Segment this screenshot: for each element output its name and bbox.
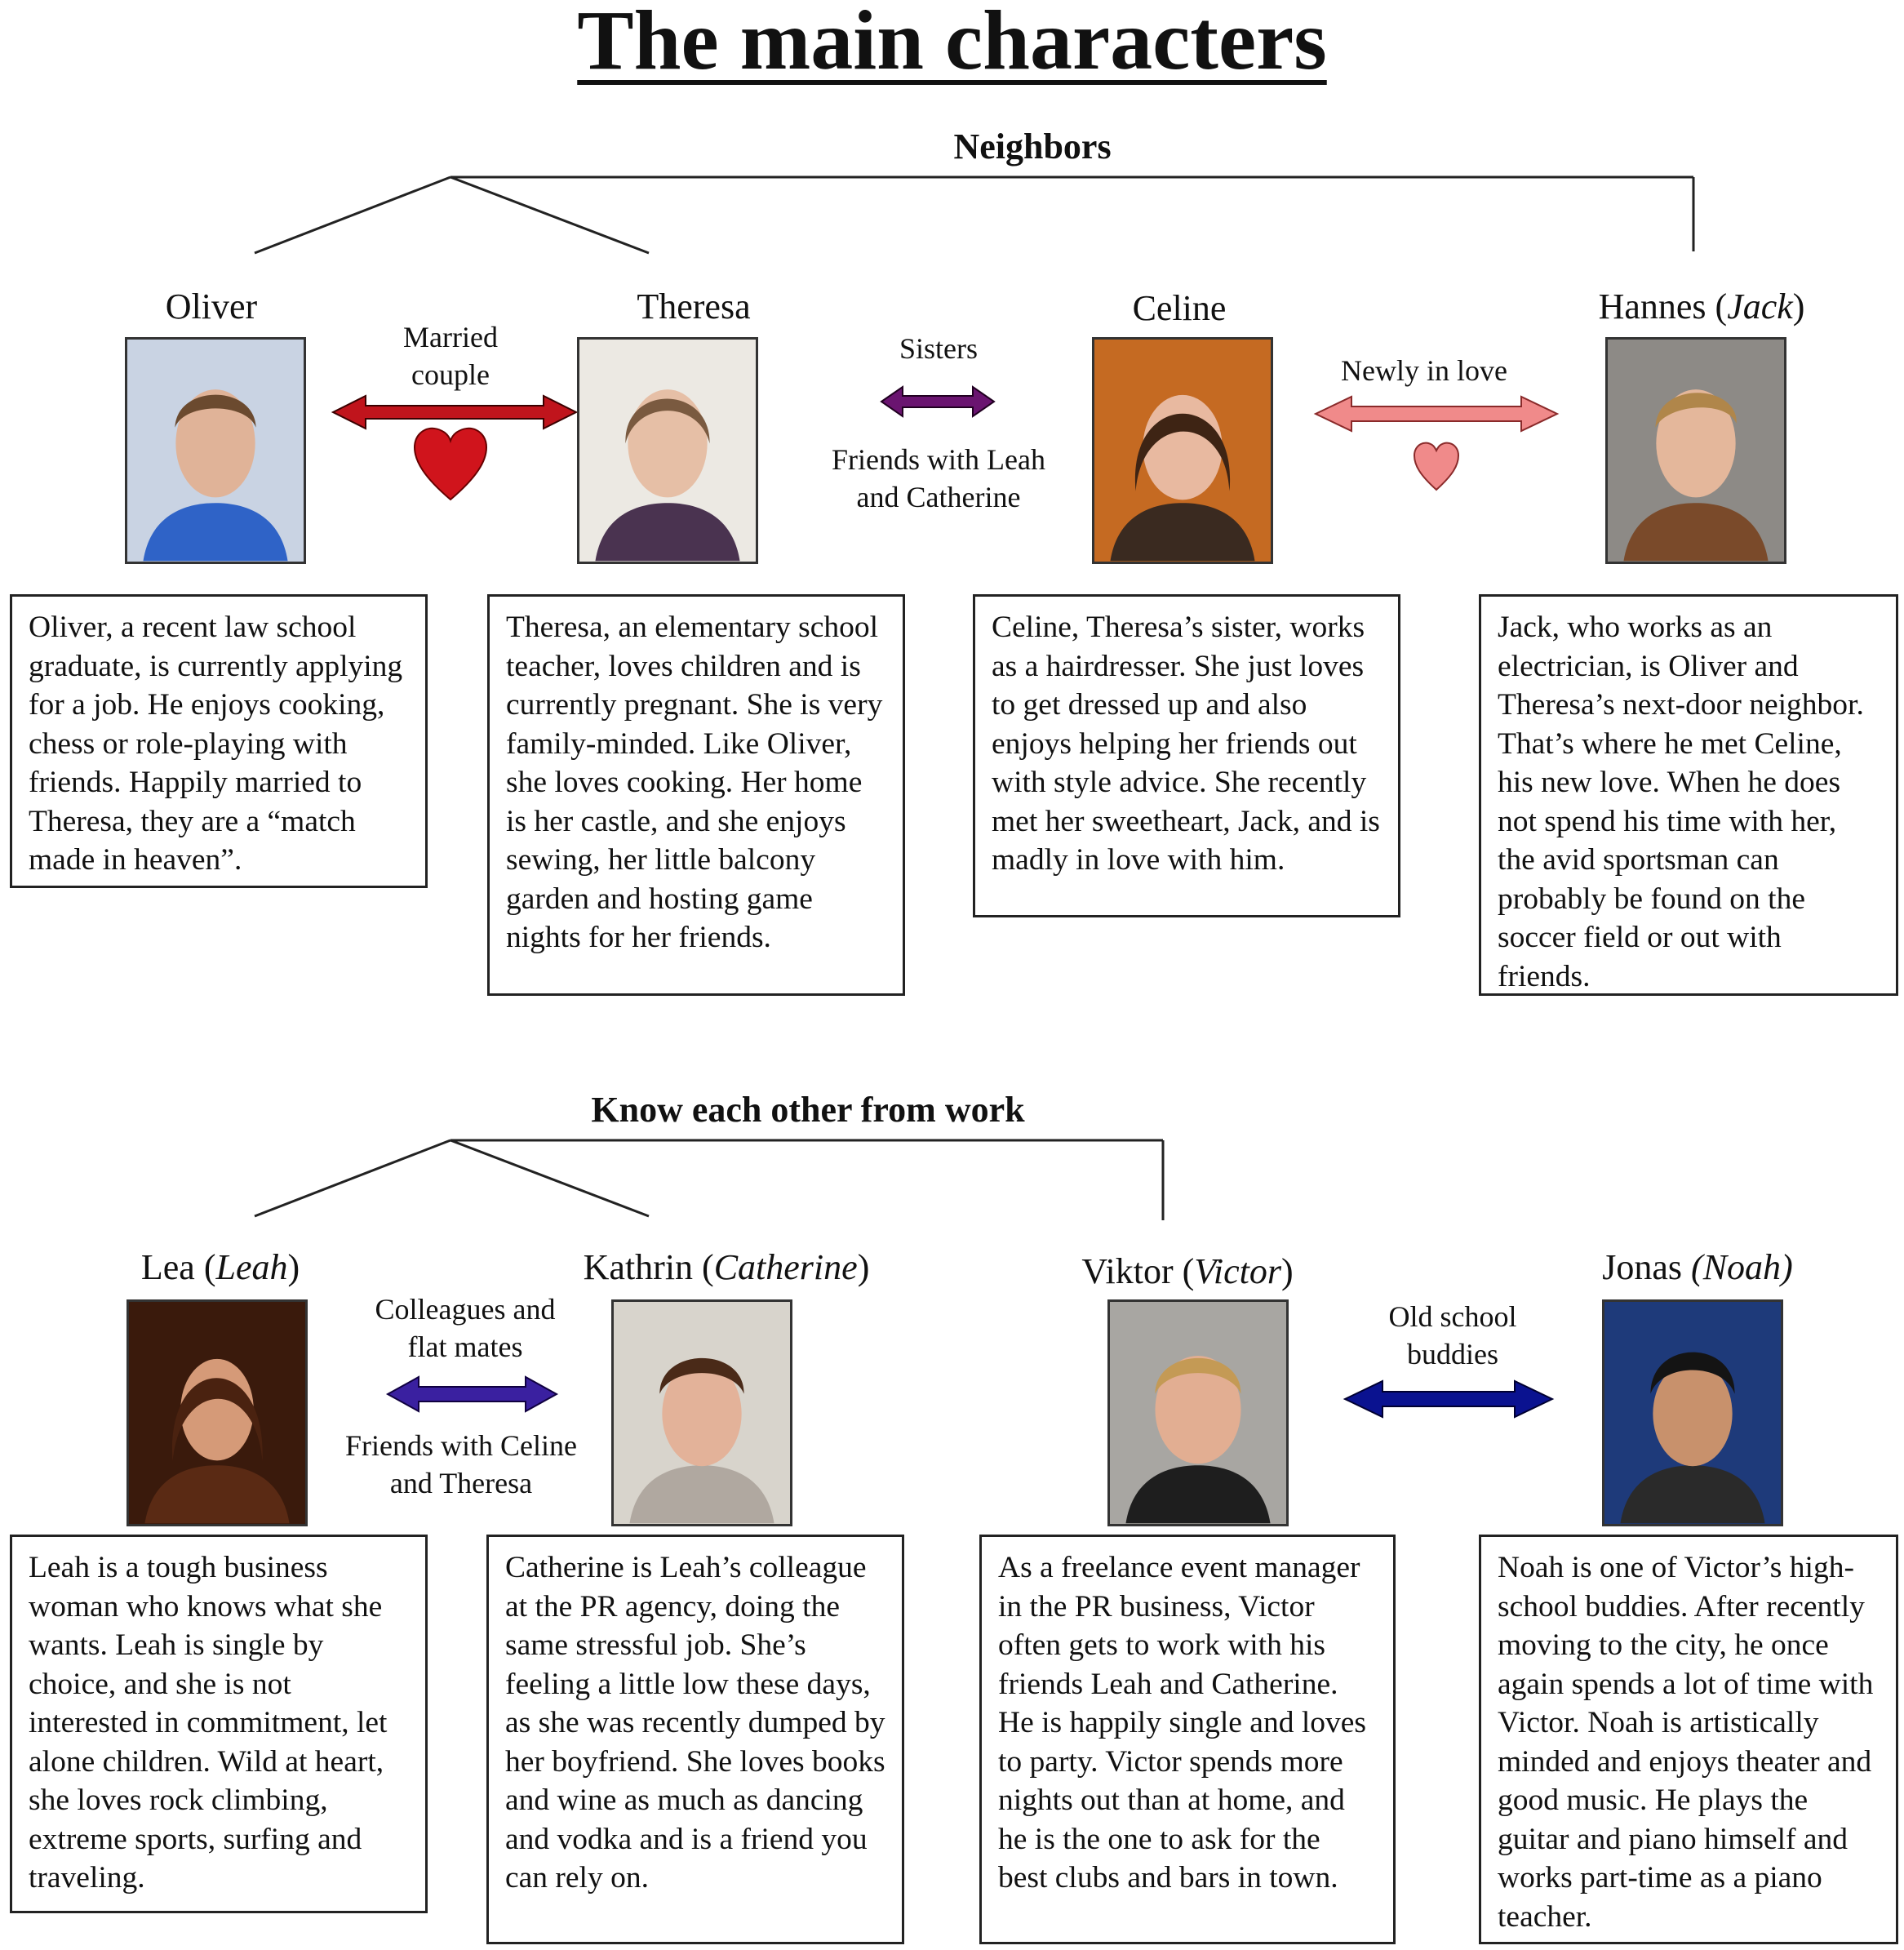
newly-in-love-arrow [1313, 395, 1560, 433]
photo-viktor [1107, 1299, 1289, 1526]
heart-icon [413, 427, 488, 501]
character-name-lea: Lea (Leah) [140, 1247, 300, 1287]
character-description-kathrin: Catherine is Leah’s colleague at the PR … [486, 1535, 904, 1944]
character-name-oliver: Oliver [165, 287, 258, 326]
photo-kathrin [611, 1299, 792, 1526]
small-heart-icon [1413, 442, 1460, 491]
page-title: The main characters [577, 0, 1327, 87]
photo-oliver [125, 337, 306, 564]
married-arrow [331, 394, 579, 430]
relation-label-sisters: Sisters [899, 332, 978, 365]
work-bracket [254, 1139, 1165, 1220]
character-name-jonas: Jonas (Noah) [1602, 1247, 1793, 1287]
character-description-oliver: Oliver, a recent law school graduate, is… [10, 594, 428, 888]
photo-jonas [1602, 1299, 1783, 1526]
character-description-theresa: Theresa, an elementary school teacher, l… [487, 594, 905, 996]
group-label-neighbors: Neighbors [953, 127, 1112, 167]
relation-label-newly-in-love: Newly in love [1341, 354, 1507, 387]
group-label-work: Know each other from work [591, 1090, 1025, 1130]
character-name-viktor: Viktor (Victor) [1081, 1251, 1294, 1291]
character-name-celine: Celine [1132, 288, 1227, 328]
neighbors-bracket [254, 175, 1695, 255]
character-name-theresa: Theresa [637, 287, 751, 326]
sisters-arrow [880, 385, 996, 418]
character-description-jonas: Noah is one of Victor’s high-school budd… [1479, 1535, 1898, 1944]
character-description-celine: Celine, Theresa’s sister, works as a hai… [973, 594, 1400, 917]
photo-lea [126, 1299, 308, 1526]
buddies-arrow [1343, 1379, 1555, 1419]
photo-celine [1092, 337, 1273, 564]
character-description-lea: Leah is a tough business woman who knows… [10, 1535, 428, 1913]
photo-theresa [577, 337, 758, 564]
character-name-hannes: Hannes (Jack) [1598, 287, 1805, 326]
photo-hannes [1605, 337, 1786, 564]
character-name-kathrin: Kathrin (Catherine) [583, 1247, 870, 1287]
colleagues-arrow [385, 1375, 559, 1413]
character-description-hannes: Jack, who works as an electrician, is Ol… [1479, 594, 1898, 996]
character-description-viktor: As a freelance event manager in the PR b… [979, 1535, 1396, 1944]
